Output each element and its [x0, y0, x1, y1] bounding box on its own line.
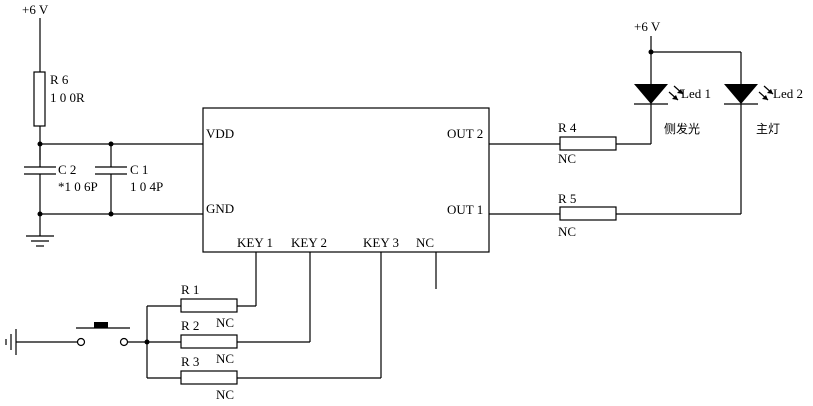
pin-key3-label: KEY 3	[363, 235, 399, 250]
pin-out2-label: OUT 2	[447, 126, 483, 141]
r3-ref: R 3	[181, 354, 199, 369]
r5-value: NC	[558, 224, 576, 239]
led1-caption: 侧发光	[664, 121, 700, 136]
led1-icon	[634, 84, 684, 105]
led2-ref: Led 2	[773, 86, 803, 101]
pin-key1-label: KEY 1	[237, 235, 273, 250]
r4-ref: R 4	[558, 120, 577, 135]
r2-ref: R 2	[181, 318, 199, 333]
ground-icon	[26, 235, 54, 247]
resistor-r1	[180, 298, 238, 313]
junction-gnd-c1	[108, 211, 114, 217]
supply-label-right: +6 V	[634, 19, 661, 34]
pin-key2-label: KEY 2	[291, 235, 327, 250]
resistor-r2	[180, 334, 238, 349]
r3-value: NC	[216, 387, 234, 402]
resistor-r4	[559, 136, 617, 151]
junction-gnd-left	[37, 211, 43, 217]
r1-value: NC	[216, 315, 234, 330]
pin-nc-label: NC	[416, 235, 434, 250]
r5-ref: R 5	[558, 191, 576, 206]
resistor-r3	[180, 370, 238, 385]
pin-vdd-label: VDD	[206, 126, 234, 141]
supply-label-left: +6 V	[22, 2, 49, 17]
led1-ref: Led 1	[681, 86, 711, 101]
resistor-r6	[33, 71, 46, 127]
c2-value: *1 0 6P	[58, 179, 98, 194]
r2-value: NC	[216, 351, 234, 366]
led2-icon	[724, 84, 774, 105]
c1-ref: C 1	[130, 162, 148, 177]
ic-body	[202, 107, 490, 253]
ground-icon-switch	[5, 329, 17, 355]
pin-gnd-label: GND	[206, 201, 234, 216]
r6-ref: R 6	[50, 72, 69, 87]
c2-ref: C 2	[58, 162, 76, 177]
pin-out1-label: OUT 1	[447, 202, 483, 217]
r4-value: NC	[558, 151, 576, 166]
push-button-switch	[76, 322, 130, 347]
c1-value: 1 0 4P	[130, 179, 163, 194]
resistor-r5	[559, 206, 617, 221]
r1-ref: R 1	[181, 282, 199, 297]
r6-value: 1 0 0R	[50, 90, 85, 105]
led2-caption: 主灯	[756, 122, 780, 136]
